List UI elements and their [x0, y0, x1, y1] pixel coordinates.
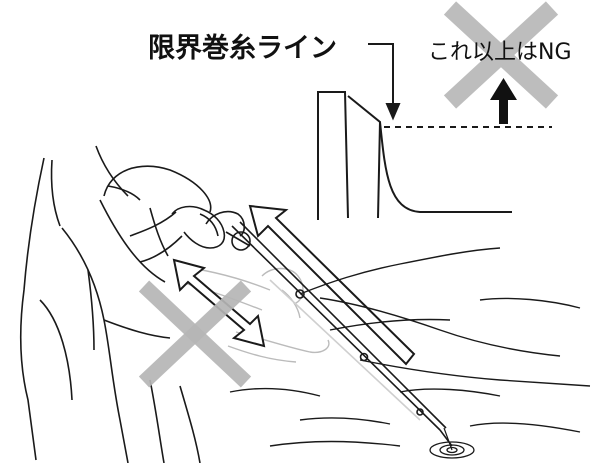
- limit-leader-line: [368, 43, 401, 121]
- spool-cross-section: [317, 91, 512, 220]
- spool-outline: [317, 91, 349, 220]
- limit-line-label: 限界巻糸ライン: [148, 33, 337, 64]
- spool-line-curve: [379, 121, 512, 213]
- fishing-line: [443, 427, 453, 451]
- water-surface: [229, 247, 591, 447]
- spool-flange-inner: [347, 95, 382, 219]
- ng-note-label: これ以上はNG: [428, 40, 572, 65]
- x-mark-icon: [138, 280, 252, 388]
- leader-arrowhead: [385, 103, 401, 121]
- angler-figure: [19, 145, 251, 463]
- water-ripple: [429, 441, 475, 459]
- x-mark-icon: [443, 1, 559, 109]
- arrow-up-icon: [490, 78, 517, 124]
- fishing-rod: [231, 221, 453, 447]
- arrow-up-right-icon: [248, 204, 416, 366]
